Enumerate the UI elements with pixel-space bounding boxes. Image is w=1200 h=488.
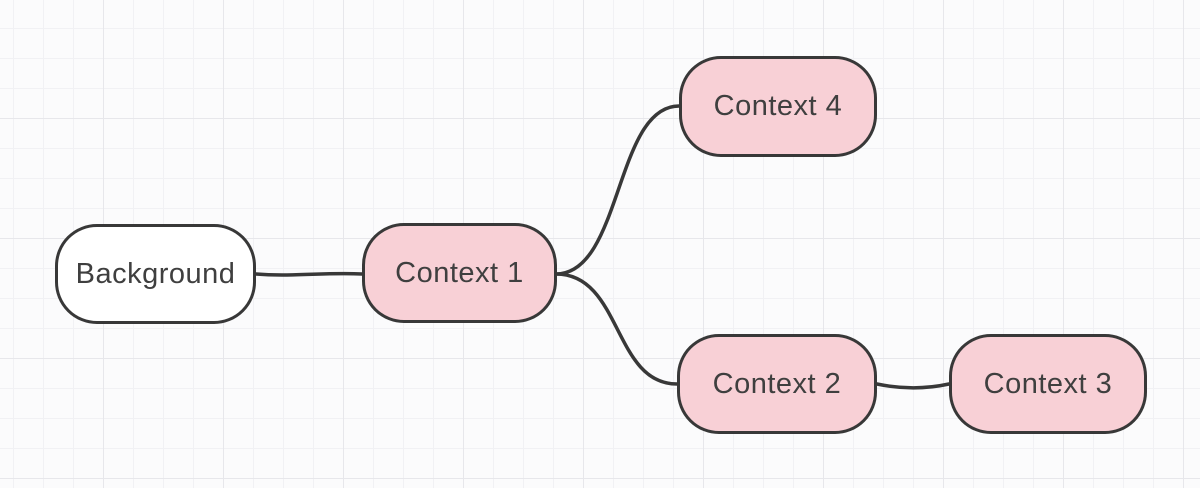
node-context-3-label: Context 3: [983, 367, 1113, 400]
node-context-4[interactable]: Context 4: [679, 56, 877, 157]
node-context-2[interactable]: Context 2: [677, 334, 877, 434]
node-context-4-label: Context 4: [713, 90, 843, 122]
node-context-1[interactable]: Context 1: [362, 223, 557, 323]
node-context-3[interactable]: Context 3: [949, 334, 1147, 434]
edge-context1-context2: [554, 272, 679, 386]
node-context-2-label: Context 2: [712, 367, 842, 400]
node-background-label: Background: [75, 257, 236, 290]
node-context-1-label: Context 1: [395, 256, 524, 289]
edge-background-context1: [254, 271, 364, 277]
edge-context1-context4: [554, 104, 681, 276]
node-background[interactable]: Background: [55, 224, 256, 324]
edge-context2-context3: [875, 382, 951, 390]
